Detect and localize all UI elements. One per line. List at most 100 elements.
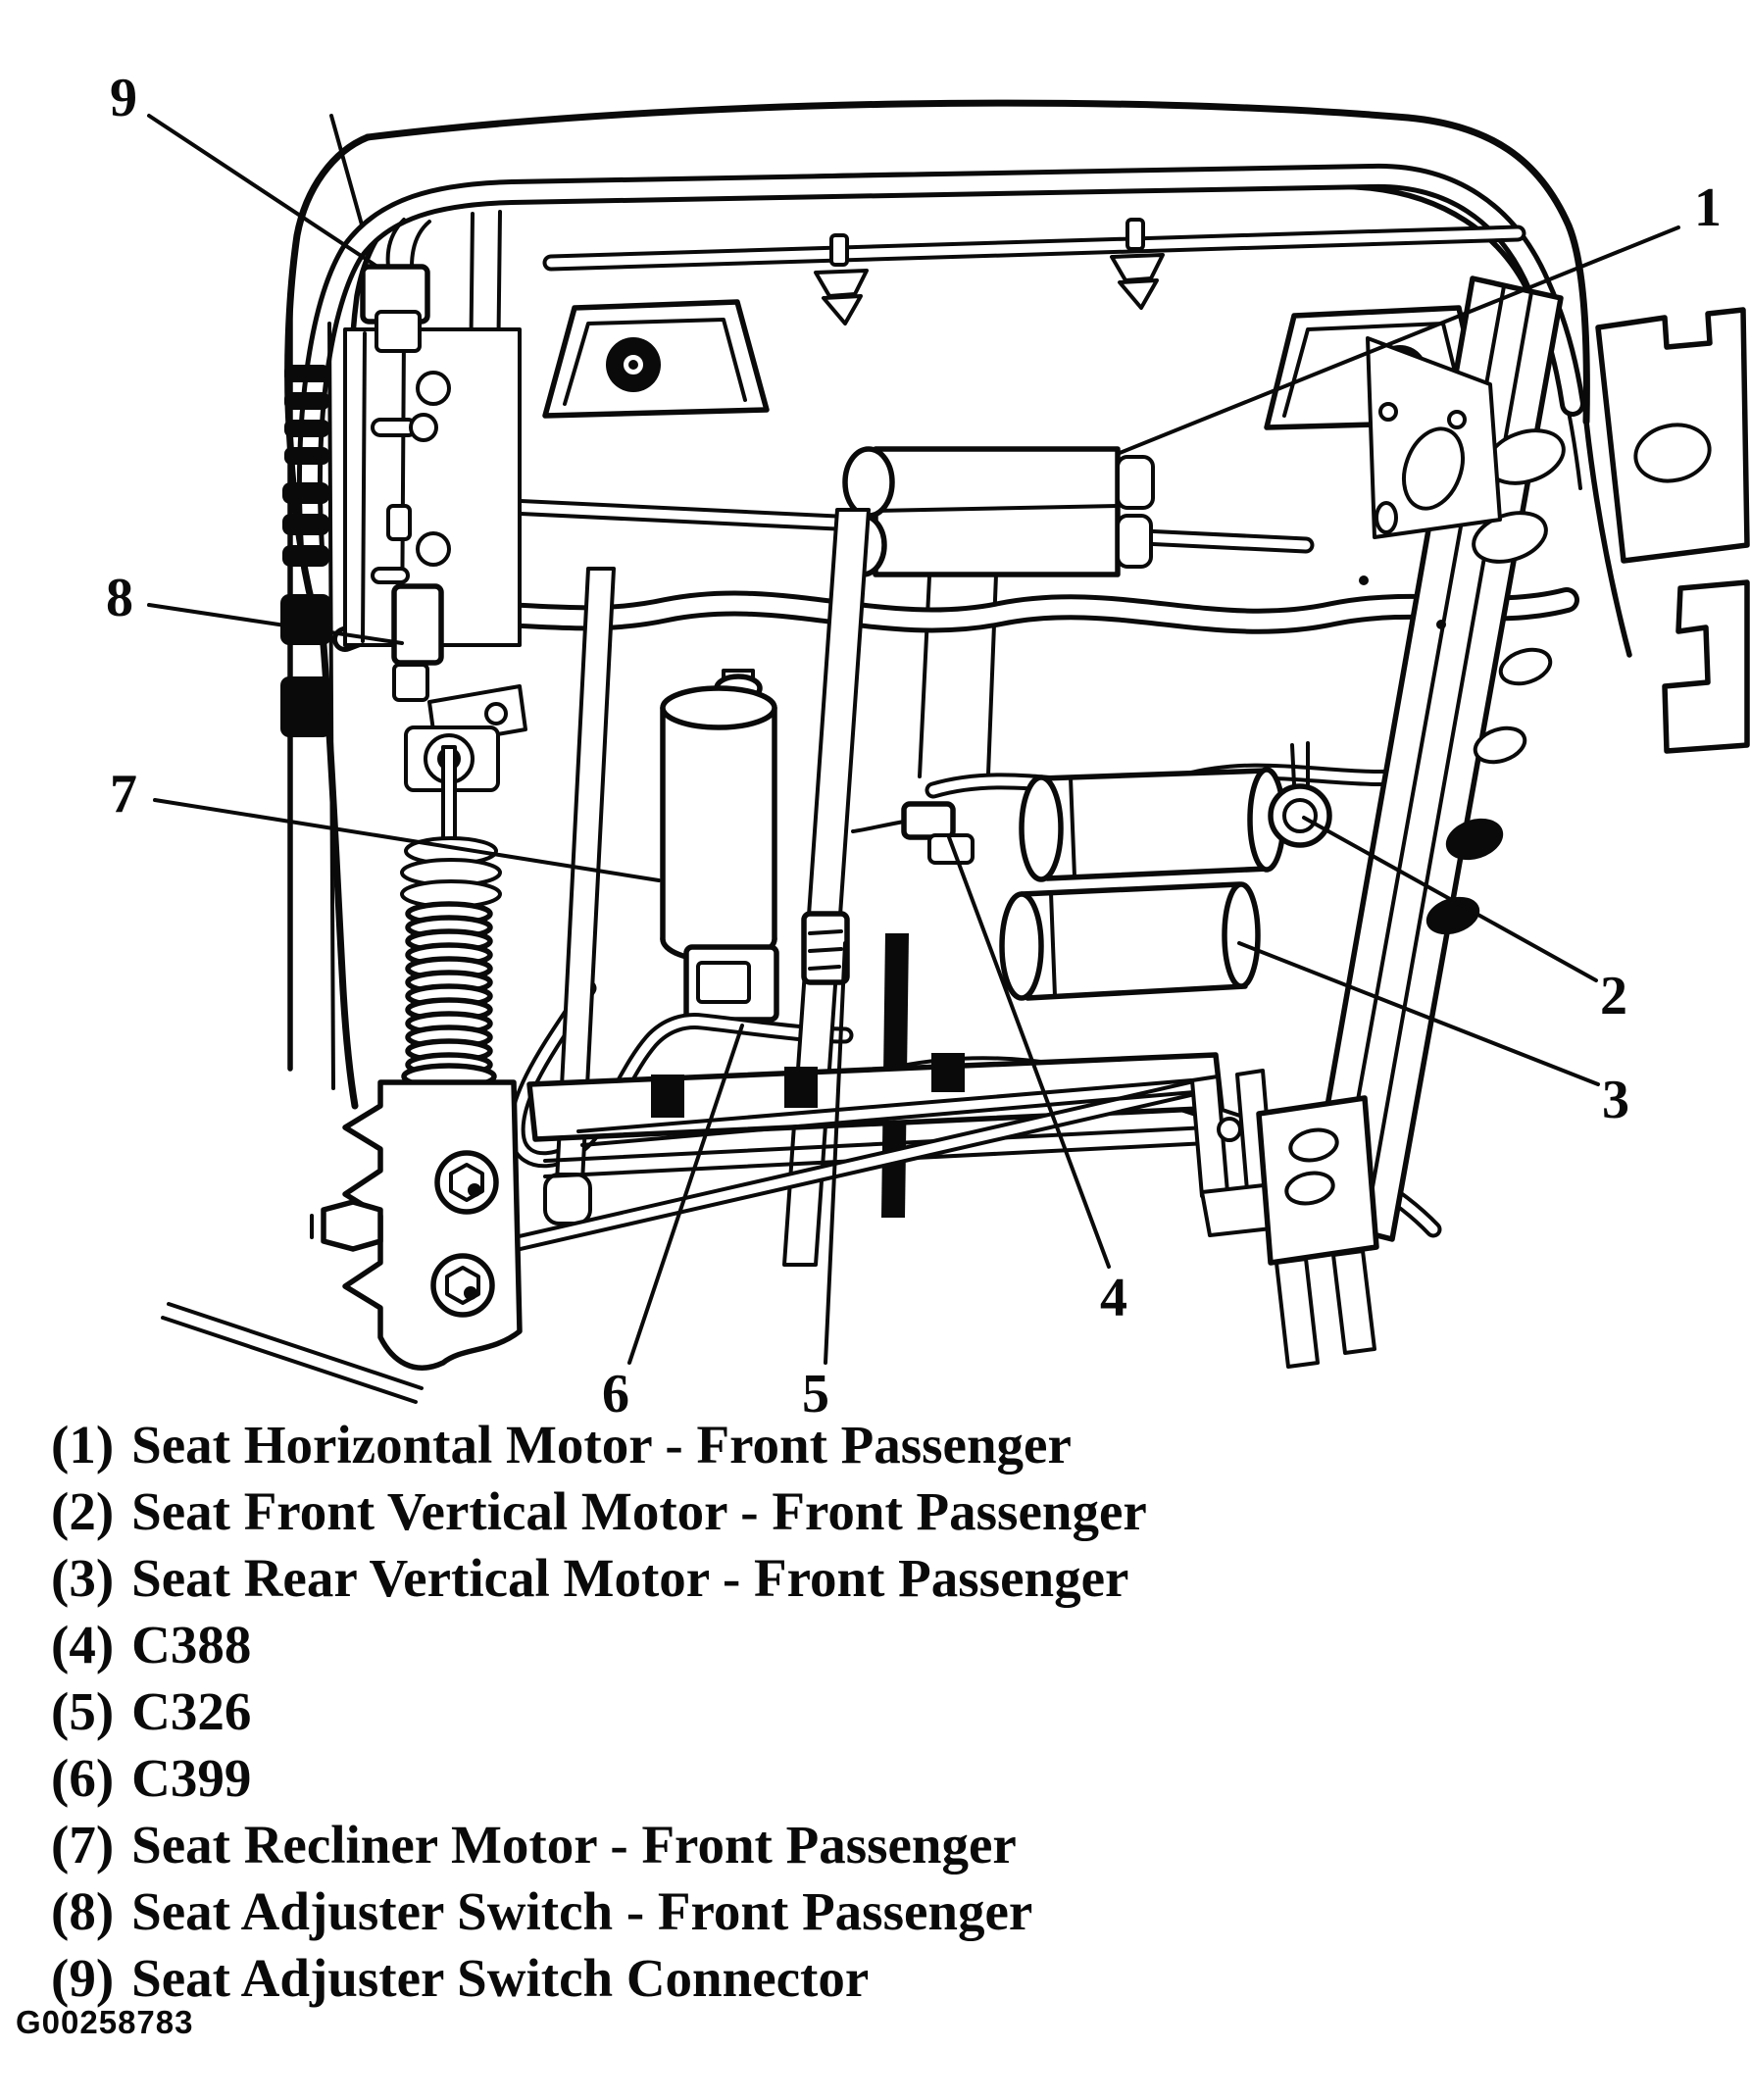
legend-label: Seat Rear Vertical Motor - Front Passeng…	[131, 1548, 1129, 1608]
legend-label: Seat Adjuster Switch Connector	[131, 1948, 870, 2008]
c-bracket	[1662, 579, 1750, 754]
legend-item-9: (9) Seat Adjuster Switch Connector	[51, 1945, 1424, 2012]
legend-item-7: (7) Seat Recliner Motor - Front Passenger	[51, 1812, 1424, 1878]
rod-top-inner	[546, 228, 1523, 268]
connector-c326	[801, 911, 850, 985]
legend-label: Seat Front Vertical Motor - Front Passen…	[131, 1481, 1147, 1541]
switch-knob-large	[280, 594, 331, 645]
legend-item-1: (1) Seat Horizontal Motor - Front Passeng…	[51, 1412, 1424, 1478]
legend-ref: (8)	[51, 1881, 115, 1941]
hex-bolt	[430, 1253, 495, 1318]
rear-bracket	[1595, 307, 1750, 754]
legend-label: Seat Horizontal Motor - Front Passenger	[131, 1415, 1072, 1475]
seat-adjuster-switch	[343, 327, 522, 702]
left-trim-panel	[280, 291, 335, 1090]
callout-6: 6	[602, 1024, 744, 1425]
legend-ref: (7)	[51, 1815, 115, 1875]
plate-hole	[416, 371, 451, 406]
seat-horizontal-motor	[838, 446, 1155, 577]
connector-wires	[385, 218, 431, 269]
motor-top-cap	[660, 685, 777, 730]
switch-module	[391, 583, 444, 666]
jackscrew-boss	[1268, 783, 1332, 848]
callout-number: 4	[1100, 1268, 1127, 1328]
thin-rod	[576, 1078, 1196, 1147]
bracket-hole	[1288, 1127, 1339, 1163]
callout-7: 7	[110, 764, 661, 882]
c388-body	[901, 801, 956, 840]
legend-ref: (1)	[51, 1415, 115, 1475]
outline-right-lower	[1583, 419, 1632, 658]
push-pin-clip	[814, 233, 869, 325]
legend-item-4: (4) C388	[51, 1612, 1424, 1678]
figure-id: G00258783	[16, 2004, 194, 2040]
rail-hole	[1472, 511, 1548, 564]
callout-1: 1	[1118, 177, 1722, 455]
front-tilt-bar	[161, 1302, 424, 1404]
side-nut	[310, 1199, 383, 1252]
blade-foot	[543, 1173, 592, 1225]
switch-connector	[360, 218, 431, 353]
connector-c388	[851, 801, 975, 865]
front-riser-bracket	[310, 1079, 523, 1371]
seat-front-vertical-motor	[1019, 741, 1332, 882]
legend-item-5: (5) C326	[51, 1678, 1424, 1745]
legend-ref: (4)	[51, 1615, 115, 1675]
legend-ref: (3)	[51, 1548, 115, 1608]
channel-slot	[931, 1053, 965, 1092]
channel-slot	[784, 1067, 818, 1108]
motor-end-cap	[999, 891, 1044, 1001]
callout-9: 9	[110, 68, 379, 269]
legend-ref: (6)	[51, 1748, 115, 1808]
corner-crease	[329, 114, 367, 237]
recliner-drive-shaft	[400, 725, 502, 909]
legend-item-2: (2) Seat Front Vertical Motor - Front Pas…	[51, 1478, 1424, 1545]
outline-top-edge	[364, 99, 1590, 425]
legend-label: C326	[131, 1681, 252, 1741]
callout-2: 2	[1302, 816, 1627, 1026]
switch-knob-stack	[280, 365, 331, 737]
rail-hole	[1473, 725, 1527, 765]
plate-hole	[416, 531, 451, 567]
rear-link-clevis	[1190, 1069, 1282, 1237]
legend-ref: (2)	[51, 1481, 115, 1541]
legend-label: C388	[131, 1615, 252, 1675]
hex-bolt	[434, 1150, 499, 1215]
callout-number: 2	[1600, 966, 1627, 1026]
callout-8: 8	[106, 568, 404, 645]
callout-5: 5	[802, 941, 847, 1425]
callout-number: 3	[1602, 1070, 1629, 1130]
callout-number: 6	[602, 1364, 629, 1425]
bracket-hole	[1284, 1171, 1335, 1206]
legend-item-8: (8) Seat Adjuster Switch - Front Passenge…	[51, 1878, 1424, 1945]
motor-end-cap	[1019, 775, 1064, 882]
upper-support-rod	[542, 218, 1526, 325]
callout-number: 9	[110, 68, 137, 128]
callout-number: 8	[106, 568, 133, 628]
track-foot-bracket	[1256, 1095, 1379, 1369]
legend-item-6: (6) C399	[51, 1745, 1424, 1812]
outline-left-edge	[284, 133, 372, 1110]
recliner-spring	[401, 901, 497, 1090]
legend-label: C399	[131, 1748, 252, 1808]
legend-label: Seat Adjuster Switch - Front Passenger	[131, 1881, 1033, 1941]
switch-knob-large	[280, 676, 331, 737]
rail-hole	[1498, 647, 1553, 686]
callout-number: 1	[1694, 177, 1722, 238]
rail-hole-filled	[1445, 818, 1504, 861]
callout-number: 7	[110, 764, 137, 825]
legend-ref: (9)	[51, 1948, 115, 2008]
callout-4: 4	[947, 835, 1127, 1328]
legend-label: Seat Recliner Motor - Front Passenger	[131, 1815, 1017, 1875]
motor-end-cap	[842, 446, 895, 519]
mount-bracket-left	[542, 299, 770, 419]
callouts: 1 2 3 4 5 6 7	[106, 68, 1722, 1425]
channel-slot	[651, 1075, 684, 1118]
bracket-hole	[1633, 423, 1712, 483]
seat-rear-vertical-motor	[999, 881, 1261, 1001]
legend: (1) Seat Horizontal Motor - Front Passeng…	[51, 1412, 1424, 2012]
push-pin-clip	[1110, 218, 1165, 310]
legend-ref: (5)	[51, 1681, 115, 1741]
